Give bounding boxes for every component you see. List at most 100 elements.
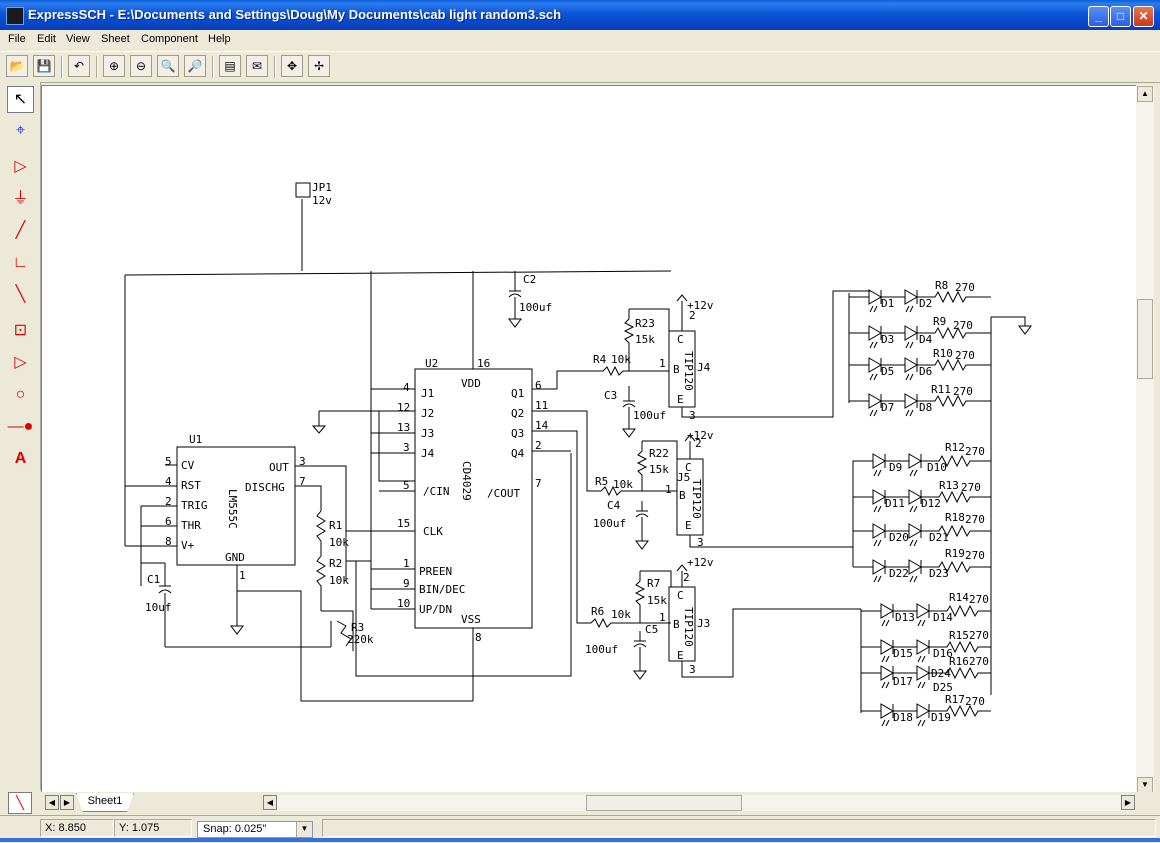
menu-component[interactable]: Component [141,33,198,45]
menu-file[interactable]: File [8,33,26,45]
label-d12: D12 [921,497,941,510]
port-tool[interactable]: ▷ [14,354,27,371]
j4-pin-1: 1 [659,357,666,370]
chevron-down-icon[interactable]: ▼ [296,822,312,837]
zoom-area-button[interactable]: 🔍 [157,55,179,77]
properties-button[interactable]: ▤ [219,55,241,77]
label-trig: TRIG [181,499,208,512]
label-d4: D4 [919,333,933,346]
label-r13: R13 [939,479,959,492]
tab-prev-button[interactable]: ◀ [45,795,59,810]
zoom-fit-button[interactable]: 🔎 [184,55,206,77]
pan-button[interactable]: ✥ [281,55,303,77]
label-c4-value: 100uf [593,517,626,530]
undo-button[interactable]: ↶ [68,55,90,77]
label-r19-value: 270 [965,549,985,562]
label-j5-part: TIP120 [690,479,703,519]
minimize-button[interactable]: _ [1088,6,1109,27]
circle-tool[interactable]: ○ [15,386,26,403]
pin-12: 12 [397,401,410,414]
toolbar-separator [212,56,214,78]
menu-view[interactable]: View [66,33,90,45]
label-cout: /COUT [487,487,520,500]
bus-tool[interactable]: ∟ [12,254,29,271]
label-thr: THR [181,519,201,532]
vertical-scroll-thumb[interactable] [1137,299,1153,379]
horizontal-scroll-thumb[interactable] [586,795,742,811]
label-r15: R15 [949,629,969,642]
u1-pin-1: 1 [239,569,246,582]
label-r18-value: 270 [965,513,985,526]
j3-b: B [673,618,680,631]
label-u1: U1 [189,433,202,446]
line-tool[interactable]: ╲ [15,286,26,303]
zoom-out-button[interactable]: ⊖ [130,55,152,77]
label-r4: R4 [593,353,607,366]
label-r19: R19 [945,547,965,560]
scroll-down-button[interactable]: ▼ [1137,777,1153,793]
menu-edit[interactable]: Edit [37,33,56,45]
label-cv: CV [181,459,195,472]
label-r17: R17 [945,693,965,706]
pin-7: 7 [535,477,542,490]
scroll-up-button[interactable]: ▲ [1137,86,1153,102]
j4-b: B [673,363,680,376]
tab-next-button[interactable]: ▶ [60,795,74,810]
snap-select[interactable]: Snap: 0.025" ▼ [197,821,313,838]
j4-pin-2: 2 [689,309,696,322]
led-symbol [916,603,930,627]
j5-c: C [685,461,692,474]
vertical-scrollbar[interactable]: ▲ ▼ [1136,85,1154,793]
pin-2: 2 [535,439,542,452]
led-symbol [872,489,886,513]
label-c5-value: 100uf [585,643,618,656]
library-button[interactable]: ✉ [246,55,268,77]
status-y-coord: Y: 1.075 [114,819,192,837]
led-symbol [916,703,930,727]
text-tool[interactable]: A [14,450,27,467]
taskbar-edge [0,838,1160,842]
label-r23-value: 15k [635,333,655,346]
j5-pin-1: 1 [665,483,672,496]
sheet-tab-bar: ╲ ◀ ▶ Sheet1 ◀ ▶ [0,792,1160,814]
u1-pin-2: 2 [165,495,172,508]
label-d18: D18 [893,711,913,724]
open-file-button[interactable]: 📂 [6,55,28,77]
ground-tool[interactable]: ⏚ [12,190,29,207]
zoom-in-button[interactable]: ⊕ [103,55,125,77]
label-j5: J5 [677,471,690,484]
led-row-wire [861,666,991,680]
menu-sheet[interactable]: Sheet [101,33,130,45]
app-icon [6,7,24,25]
j3-e: E [677,649,684,662]
label-vplus: V+ [181,539,195,552]
label-d6: D6 [919,365,932,378]
close-button[interactable]: ✕ [1133,6,1154,27]
label-r9-value: 270 [953,319,973,332]
scroll-right-button[interactable]: ▶ [1121,795,1135,810]
menu-help[interactable]: Help [208,33,231,45]
snap-value: 0.025" [234,823,267,835]
label-bindec: BIN/DEC [419,583,465,596]
pan-center-button[interactable]: ✢ [308,55,330,77]
scroll-left-button[interactable]: ◀ [263,795,277,810]
zoom-select-tool[interactable]: ⌖ [15,122,25,139]
maximize-button[interactable]: □ [1110,6,1131,27]
pin-6: 6 [535,379,542,392]
save-button[interactable]: 💾 [33,55,55,77]
junction-tool[interactable]: —● [7,418,34,435]
wire-tool[interactable]: ╱ [15,222,26,239]
schematic-canvas[interactable]: JP1 12v C2 100uf U2 16 VDD J1 J2 J3 J4 /… [41,85,1136,793]
component-tool[interactable]: ⊡ [13,322,28,339]
label-r2: R2 [329,557,342,570]
horizontal-scrollbar[interactable] [263,795,1135,811]
power-tool[interactable]: ▷ [14,158,27,175]
label-q4: Q4 [511,447,525,460]
label-d21: D21 [929,531,949,544]
led-row-wire [849,326,991,340]
select-tool[interactable]: ↖ [7,86,34,113]
tab-sheet1[interactable]: Sheet1 [76,793,134,812]
led-row-wire [861,604,991,618]
label-d23: D23 [929,567,949,580]
wire-mode-icon[interactable]: ╲ [8,792,32,814]
